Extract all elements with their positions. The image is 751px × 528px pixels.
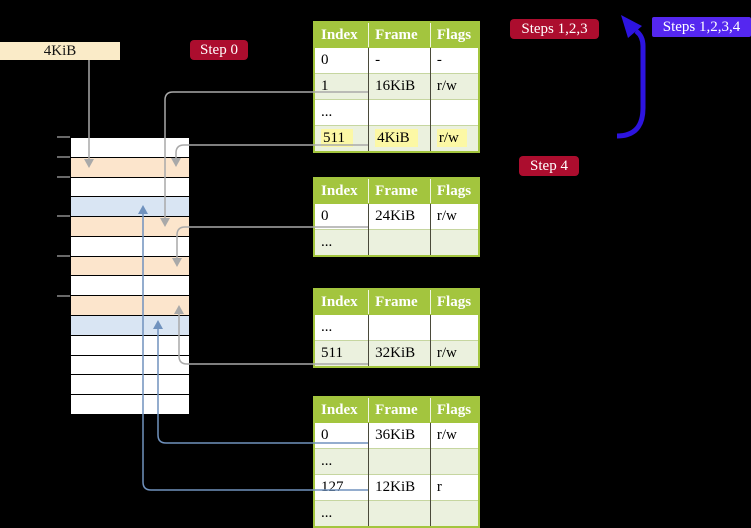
table-cell: - (430, 47, 479, 74)
table-cell (368, 99, 431, 126)
memory-frame-row (71, 355, 189, 376)
table-cell: 32KiB (368, 340, 431, 367)
table-cell: 511 (314, 125, 370, 152)
memory-frame-row (71, 236, 189, 257)
column-header: Index (314, 178, 370, 204)
table-cell: - (368, 47, 431, 74)
steps-1234-badge: Steps 1,2,3,4 (652, 17, 751, 37)
table-row: ... (314, 448, 479, 475)
table-cell: 12KiB (368, 474, 431, 501)
memory-frame-row (71, 395, 189, 414)
frame-size-label: 4KiB (0, 42, 120, 60)
column-header: Frame (368, 178, 431, 204)
table-row: ... (314, 500, 479, 527)
arrow-l1e0-to-36kib (153, 320, 368, 444)
table-cell: 0 (314, 203, 370, 230)
table-cell (368, 448, 431, 475)
memory-frame-row (71, 296, 189, 317)
table-cell: ... (314, 229, 370, 256)
column-header: Flags (430, 22, 479, 48)
table-cell (368, 314, 431, 341)
arrow-l2e511-to-32kib (174, 305, 368, 365)
memory-frame-row (71, 316, 189, 336)
table-cell: ... (314, 500, 370, 527)
table-cell: ... (314, 314, 370, 341)
highlighted-value: r/w (436, 129, 467, 147)
table-cell: r/w (430, 73, 479, 100)
step-0-badge: Step 0 (190, 40, 248, 60)
table-cell: r/w (430, 203, 479, 230)
memory-frame-row (71, 276, 189, 297)
table-cell (430, 99, 479, 126)
table-cell: 0 (314, 422, 370, 449)
table-row: ... (314, 229, 479, 256)
table-cell: 36KiB (368, 422, 431, 449)
table-cell (430, 314, 479, 341)
table-cell: r/w (430, 125, 479, 152)
table-cell: 127 (314, 474, 370, 501)
arrow-l4e511-to-4kib (171, 144, 368, 167)
table-cell: 511 (314, 340, 370, 367)
table-cell (430, 448, 479, 475)
table-cell (430, 500, 479, 527)
table-row: ... (314, 314, 479, 341)
column-header: Index (314, 22, 370, 48)
physical-memory-strip (70, 137, 190, 415)
highlighted-value: 511 (321, 129, 353, 147)
table-cell: r (430, 474, 479, 501)
table-cell (368, 229, 431, 256)
steps-123-badge: Steps 1,2,3 (510, 19, 599, 39)
table-cell: ... (314, 448, 370, 475)
table-cell: 0 (314, 47, 370, 74)
memory-frame-row (71, 197, 189, 218)
memory-frame-row (71, 256, 189, 277)
column-header: Frame (368, 397, 431, 423)
table-cell: 1 (314, 73, 370, 100)
column-header: Index (314, 397, 370, 423)
memory-frame-row (71, 177, 189, 198)
table-row: 511 4KiB r/w (314, 125, 479, 152)
arrow-root-to-l4-table (84, 60, 94, 168)
strip-tick-marks (57, 136, 70, 297)
table-row: 0-- (314, 47, 479, 74)
table-cell: 4KiB (368, 125, 431, 152)
step-4-badge: Step 4 (519, 156, 579, 176)
table-cell: r/w (430, 340, 479, 367)
arrow-l3e0-to-24kib (172, 226, 368, 267)
arrow-l4e1-to-16kib (160, 91, 368, 227)
table-cell: ... (314, 99, 370, 126)
table-cell: r/w (430, 422, 479, 449)
table-cell (368, 500, 431, 527)
memory-frame-row (71, 335, 189, 356)
memory-frame-row (71, 375, 189, 396)
recursive-loop-arrow (616, 15, 646, 139)
memory-frame-row (71, 157, 189, 178)
table-cell (430, 229, 479, 256)
highlighted-value: 4KiB (375, 129, 418, 147)
column-header: Frame (368, 289, 431, 315)
table-cell: 24KiB (368, 203, 431, 230)
table-cell: 16KiB (368, 73, 431, 100)
memory-frame-row (71, 217, 189, 237)
arrow-l1e127-to-12kib (138, 205, 368, 491)
table-row: ... (314, 99, 479, 126)
memory-frame-row (71, 138, 189, 158)
